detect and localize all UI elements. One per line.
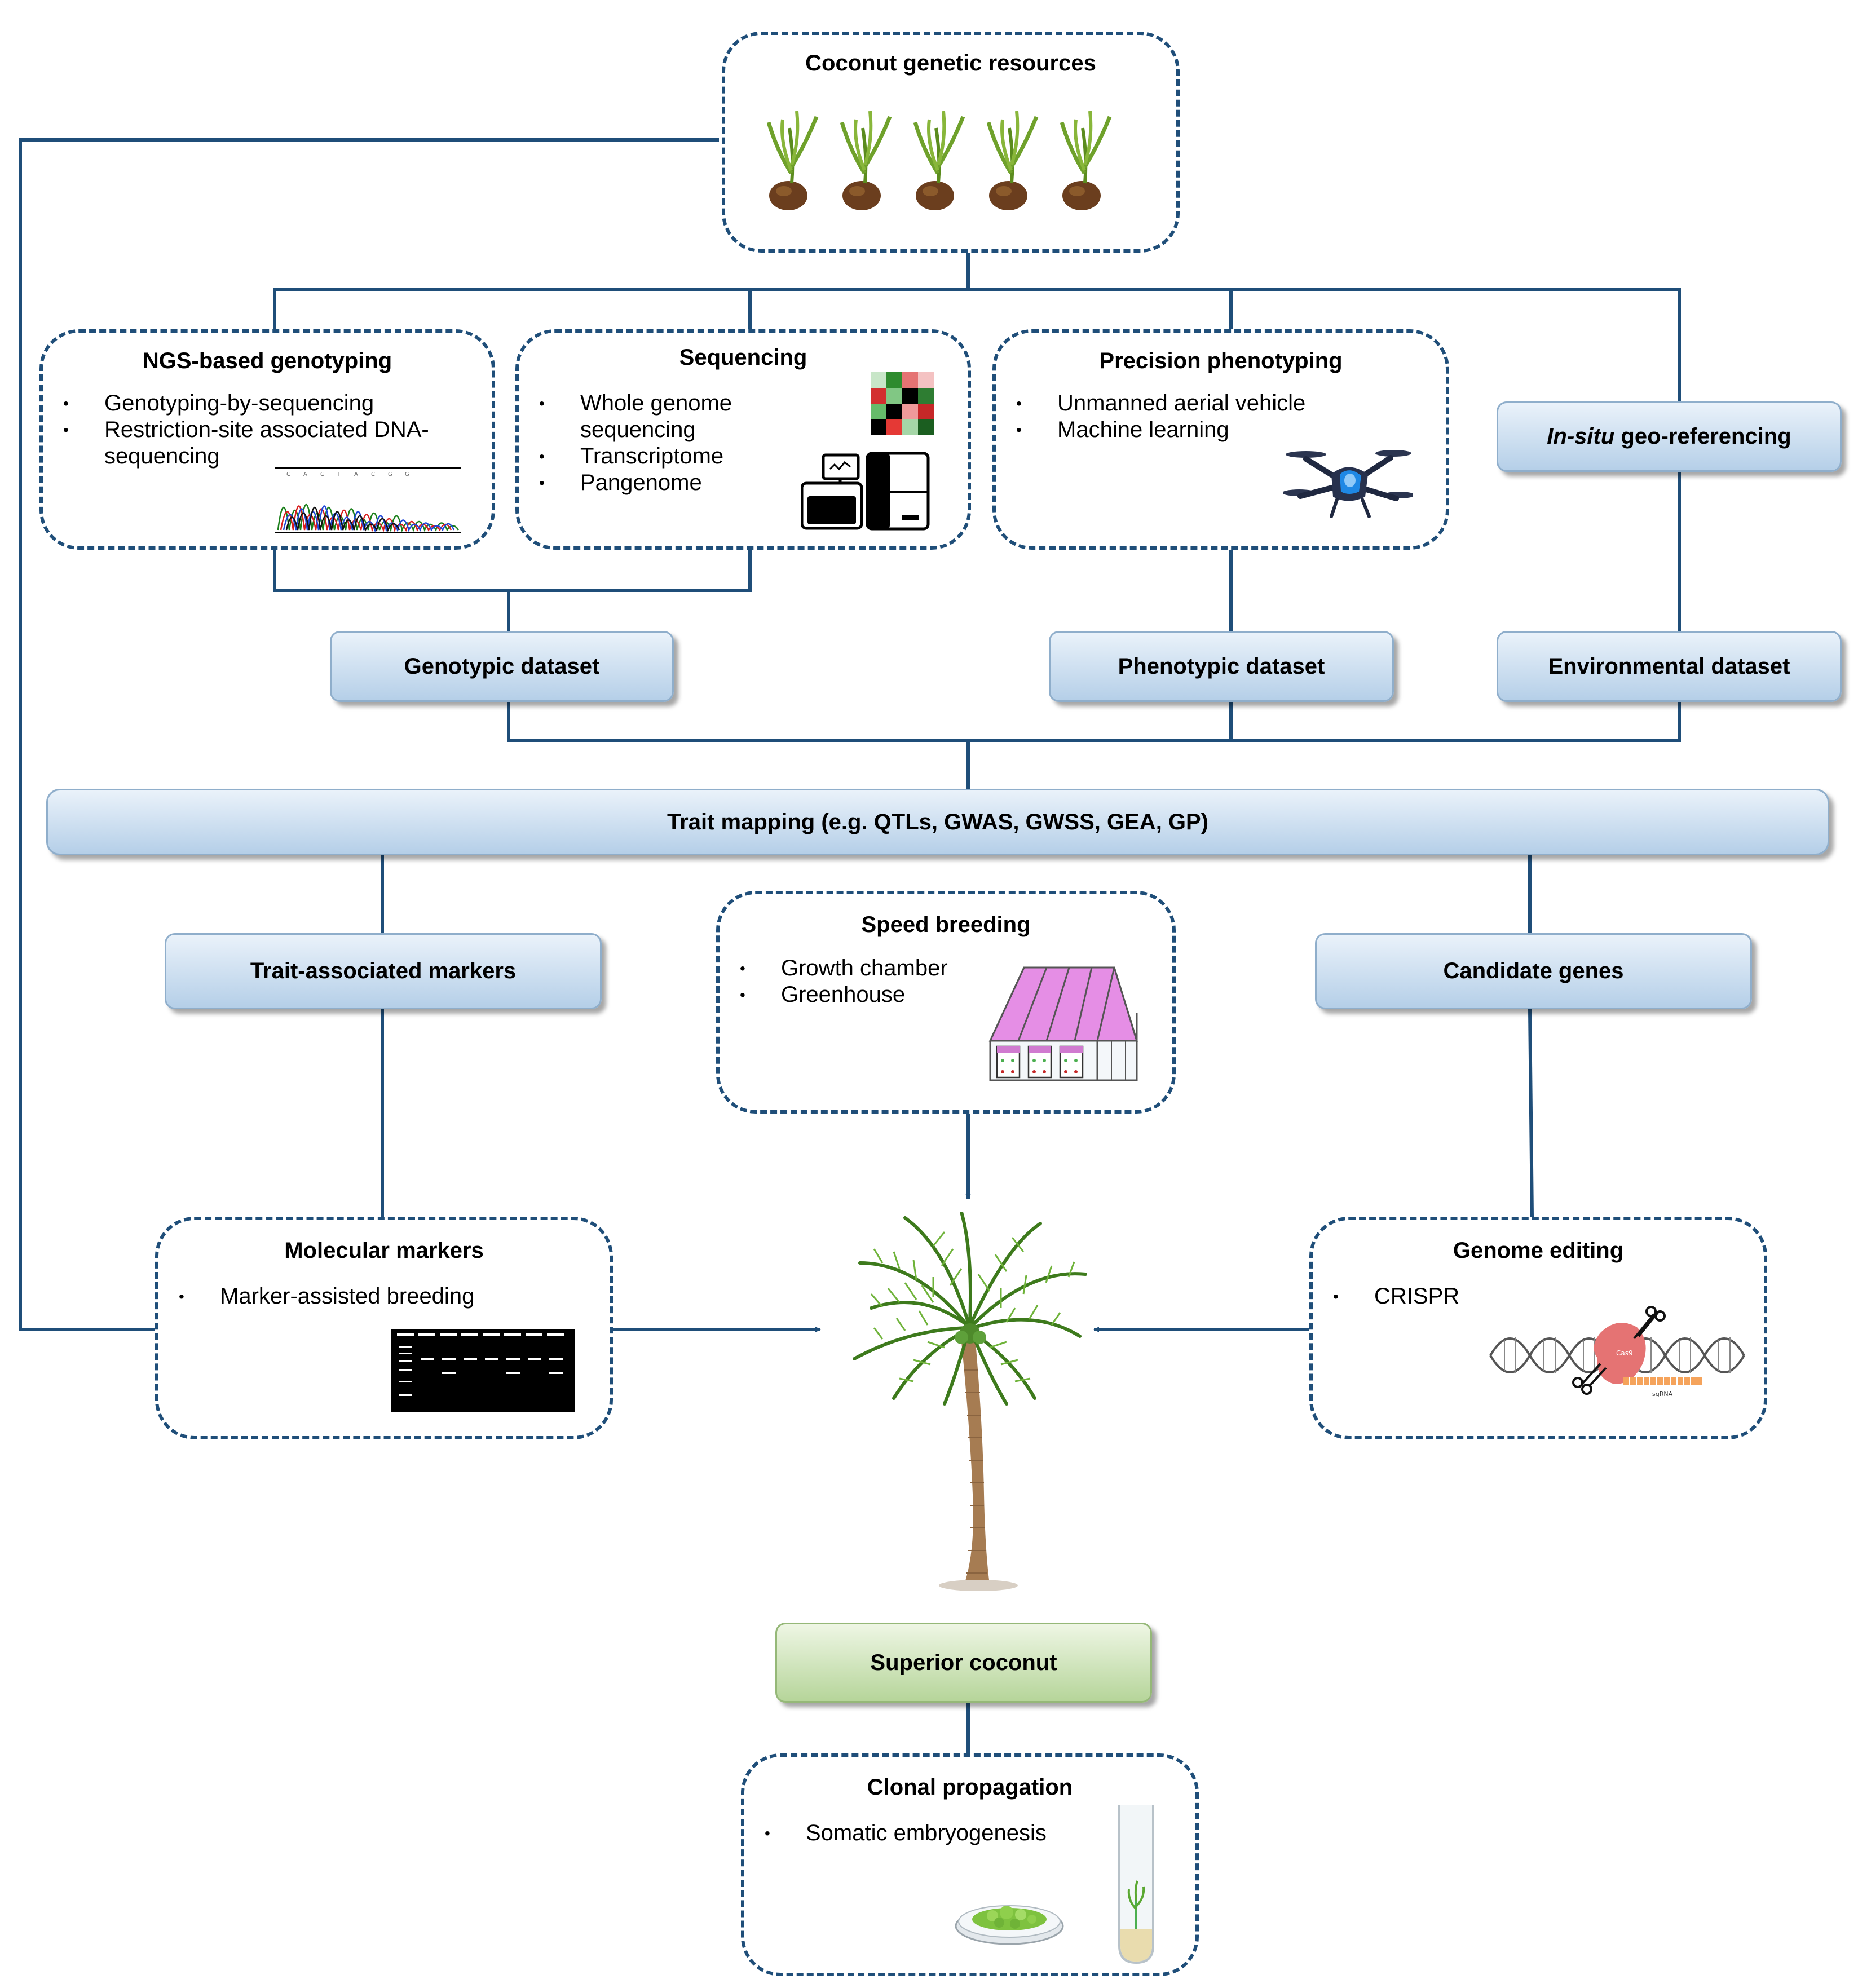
- petri-dish-icon: [955, 1905, 1064, 1945]
- trait-associated-markers-box: Trait-associated markers: [165, 933, 602, 1009]
- cas9-label: Cas9: [1616, 1349, 1633, 1357]
- palm-tree-icon: [853, 1212, 1087, 1591]
- list-item: Unmanned aerial vehicle: [1004, 390, 1410, 417]
- ngs-genotyping-title: NGS-based genotyping: [142, 348, 392, 373]
- superior-coconut-box: Superior coconut: [775, 1623, 1152, 1703]
- geo-referencing-title-rest: geo-referencing: [1614, 424, 1791, 449]
- seedling-icon: [766, 111, 1166, 224]
- trait-associated-markers-label: Trait-associated markers: [250, 958, 517, 983]
- trait-mapping-box: Trait mapping (e.g. QTLs, GWAS, GWSS, GE…: [46, 789, 1829, 855]
- list-item: CRISPR: [1321, 1283, 1603, 1310]
- list-item: Transcriptome: [527, 443, 775, 470]
- greenhouse-icon: [988, 966, 1138, 1081]
- precision-phenotyping-title: Precision phenotyping: [1099, 348, 1343, 373]
- list-item: Growth chamber: [727, 955, 1009, 982]
- list-item: Somatic embryogenesis: [752, 1820, 1091, 1846]
- speed-breeding-box: Speed breeding Growth chamber Greenhouse: [716, 891, 1176, 1114]
- sequencing-box: Sequencing Whole genome sequencing Trans…: [515, 329, 971, 550]
- genotypic-dataset-box: Genotypic dataset: [330, 631, 674, 702]
- drone-icon: [1283, 450, 1413, 518]
- geo-referencing-box: In-situ geo-referencing: [1497, 401, 1842, 472]
- environmental-dataset-box: Environmental dataset: [1497, 631, 1842, 702]
- connector-tech-bus: [273, 288, 1681, 401]
- crispr-dna-icon: Cas9 sgRNA: [1489, 1306, 1745, 1398]
- connector-datasets-bus: [507, 702, 1681, 742]
- list-item: Whole genome sequencing: [527, 390, 775, 443]
- trait-mapping-label: Trait mapping (e.g. QTLs, GWAS, GWSS, GE…: [667, 809, 1209, 834]
- superior-coconut-label: Superior coconut: [870, 1650, 1057, 1675]
- svg-text:T: T: [337, 471, 341, 478]
- svg-text:G: G: [388, 471, 392, 478]
- connector-genes-editing: [1528, 1009, 1534, 1217]
- list-item: Restriction-site associated DNA-sequenci…: [51, 417, 468, 470]
- list-item: Marker-assisted breeding: [166, 1283, 584, 1310]
- svg-text:G: G: [405, 471, 409, 478]
- ngs-genotyping-list: Genotyping-by-sequencing Restriction-sit…: [51, 390, 468, 470]
- environmental-dataset-label: Environmental dataset: [1548, 653, 1790, 679]
- sequencing-title: Sequencing: [679, 345, 807, 370]
- coconut-genetic-resources-box: Coconut genetic resources: [722, 32, 1180, 253]
- candidate-genes-label: Candidate genes: [1443, 958, 1624, 983]
- speed-breeding-title: Speed breeding: [861, 912, 1031, 937]
- heatmap-icon: [871, 372, 934, 435]
- list-item: Genotyping-by-sequencing: [51, 390, 468, 417]
- genome-editing-box: Genome editing CRISPR Cas9 sgRNA: [1309, 1217, 1767, 1439]
- phenotypic-dataset-box: Phenotypic dataset: [1049, 631, 1394, 702]
- connector-feedback-loop: [19, 138, 719, 1331]
- genome-editing-title: Genome editing: [1453, 1238, 1624, 1263]
- precision-phenotyping-box: Precision phenotyping Unmanned aerial ve…: [992, 329, 1449, 550]
- svg-text:A: A: [303, 471, 307, 478]
- coconut-genetic-resources-title: Coconut genetic resources: [805, 51, 1096, 76]
- svg-text:A: A: [354, 471, 358, 478]
- test-tube-icon: [1118, 1805, 1154, 1964]
- ngs-genotyping-box: NGS-based genotyping Genotyping-by-seque…: [39, 329, 495, 550]
- candidate-genes-box: Candidate genes: [1315, 933, 1752, 1009]
- geo-referencing-title-italic: In-situ: [1547, 424, 1615, 449]
- clonal-propagation-title: Clonal propagation: [867, 1775, 1073, 1800]
- genome-editing-list: CRISPR: [1321, 1283, 1603, 1310]
- sequencer-icon: [801, 452, 930, 531]
- speed-breeding-list: Growth chamber Greenhouse: [727, 955, 1009, 1008]
- sgrna-label: sgRNA: [1652, 1390, 1673, 1398]
- clonal-propagation-box: Clonal propagation Somatic embryogenesis: [741, 1753, 1199, 1976]
- svg-text:C: C: [286, 471, 290, 478]
- gel-icon: [391, 1329, 575, 1412]
- list-item: Pangenome: [527, 470, 775, 496]
- list-item: Machine learning: [1004, 417, 1410, 443]
- molecular-markers-list: Marker-assisted breeding: [166, 1283, 584, 1310]
- precision-phenotyping-list: Unmanned aerial vehicle Machine learning: [1004, 390, 1410, 443]
- clonal-propagation-list: Somatic embryogenesis: [752, 1820, 1091, 1846]
- connector-genotypic-bracket: [273, 550, 752, 592]
- molecular-markers-box: Molecular markers Marker-assisted breedi…: [155, 1217, 613, 1439]
- molecular-markers-title: Molecular markers: [284, 1238, 484, 1263]
- phenotypic-dataset-label: Phenotypic dataset: [1118, 653, 1325, 679]
- genotypic-dataset-label: Genotypic dataset: [404, 653, 600, 679]
- list-item: Greenhouse: [727, 982, 1009, 1008]
- sequencing-list: Whole genome sequencing Transcriptome Pa…: [527, 390, 775, 496]
- svg-text:C: C: [371, 471, 375, 478]
- svg-text:G: G: [320, 471, 325, 478]
